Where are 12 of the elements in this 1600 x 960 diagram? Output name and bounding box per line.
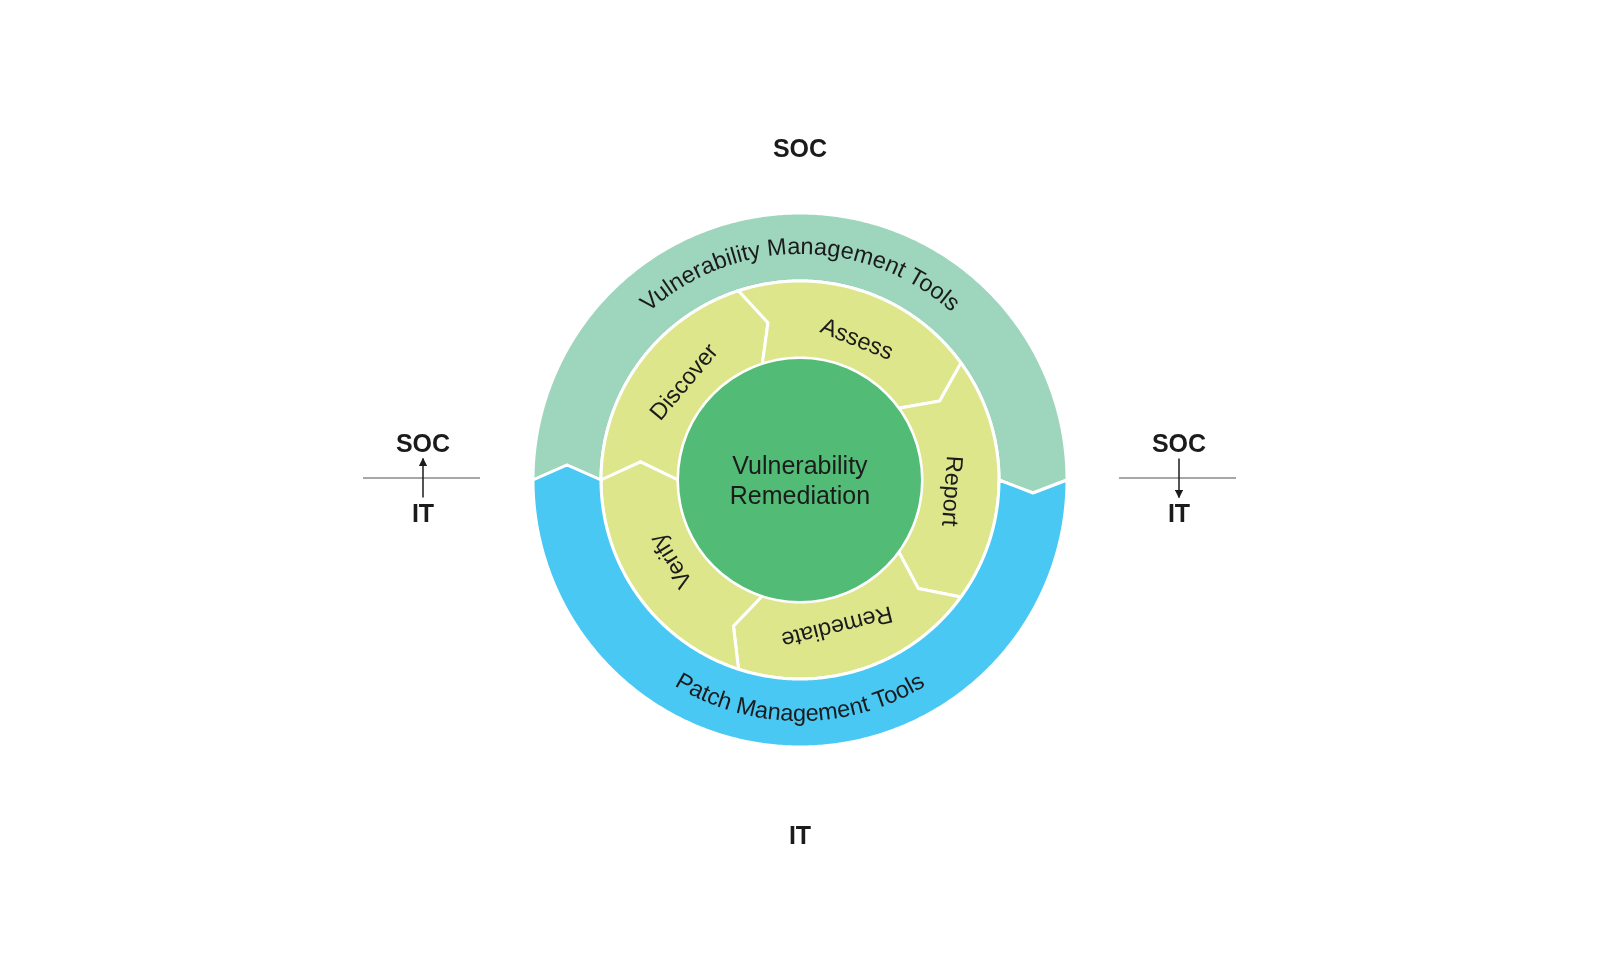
band-label: Patch Management Tools bbox=[671, 667, 929, 726]
segment-label: Report bbox=[935, 454, 968, 527]
zone-label: IT bbox=[788, 822, 812, 848]
center-label: Vulnerability Remediation bbox=[728, 450, 872, 510]
zone-label: SOC bbox=[1151, 430, 1207, 456]
segment-label: Remediate bbox=[778, 600, 896, 655]
arrow bbox=[1174, 457, 1184, 499]
zone-label: IT bbox=[411, 500, 435, 526]
arrow bbox=[418, 457, 428, 499]
zone-label: SOC bbox=[772, 135, 828, 161]
zone-label: IT bbox=[1167, 500, 1191, 526]
zone-label: SOC bbox=[395, 430, 451, 456]
